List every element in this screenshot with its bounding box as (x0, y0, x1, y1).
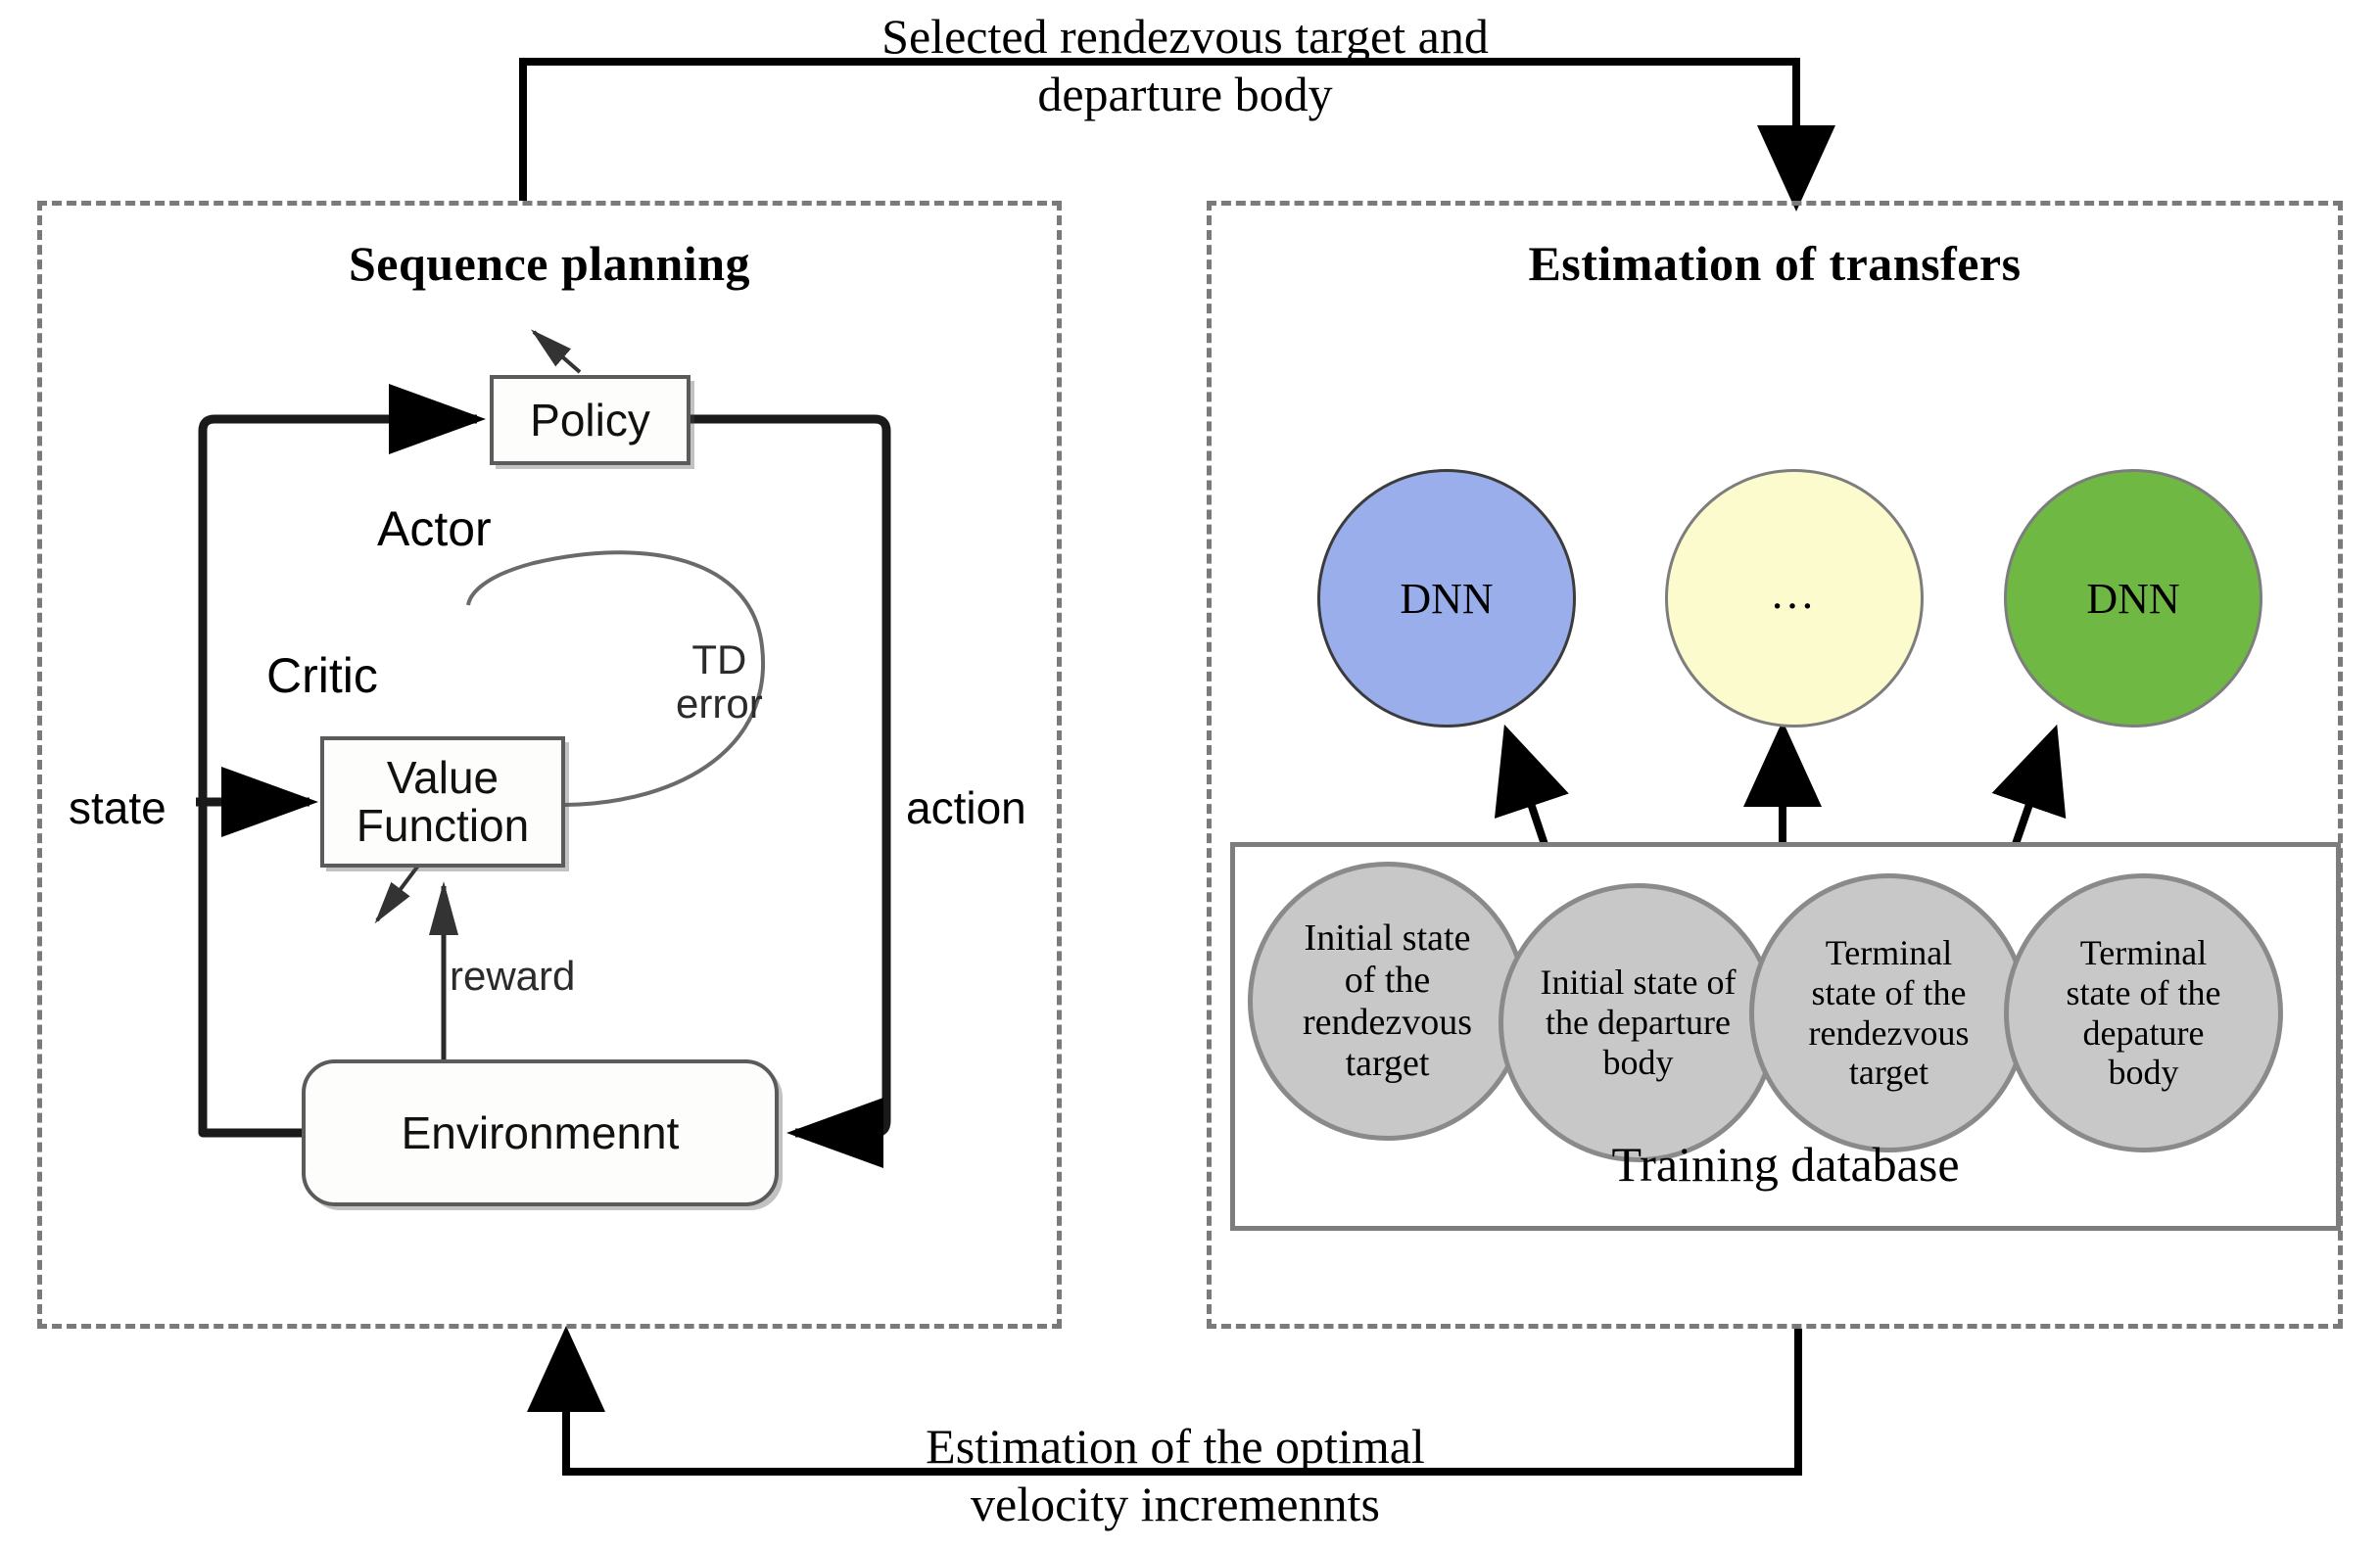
db-circle-initial-rendezvous-label: Initial state of the rendezvous target (1302, 916, 1473, 1085)
db-circle-terminal-departure[interactable]: Terminal state of the depature body (2004, 873, 2283, 1152)
arrow-value-update (374, 860, 423, 924)
curve-td-error (466, 550, 766, 807)
caption-velocity-increments: Estimation of the optimal velocity incre… (926, 1419, 1425, 1531)
arrow-policy-update (530, 329, 582, 374)
arrow-env-to-policy (198, 384, 486, 1138)
panel-sequence-planning: Sequence planning (37, 201, 1062, 1329)
panel-estimation-of-transfers: Estimation of transfers (1207, 201, 2343, 1329)
panel-right-title: Estimation of transfers (1528, 236, 2022, 291)
label-critic: Critic (266, 648, 378, 703)
training-database-title: Training database (1611, 1137, 1960, 1192)
db-circle-terminal-rendezvous-label: Terminal state of the rendezvous target (1808, 933, 1970, 1093)
dnn-circle-1-label: DNN (1400, 574, 1494, 623)
arrow-selected-target (519, 58, 1835, 211)
db-circle-terminal-rendezvous[interactable]: Terminal state of the rendezvous target (1749, 873, 2028, 1152)
dnn-circle-1[interactable]: DNN (1317, 469, 1576, 728)
db-circle-initial-departure[interactable]: Initial state of the departure body (1499, 883, 1778, 1162)
db-circle-initial-departure-label: Initial state of the departure body (1540, 963, 1737, 1082)
dnn-circle-ellipsis-label: … (1770, 567, 1819, 618)
label-td-error: TD error (676, 636, 763, 727)
label-actor: Actor (377, 501, 492, 556)
label-reward: reward (450, 953, 576, 999)
panel-left-title: Sequence planning (348, 236, 750, 291)
box-environment[interactable]: Environmennt (302, 1059, 779, 1206)
arrow-policy-to-env (690, 414, 891, 1168)
box-value-function[interactable]: Value Function (320, 736, 565, 868)
db-circle-terminal-departure-label: Terminal state of the depature body (2066, 933, 2221, 1093)
dnn-circle-ellipsis[interactable]: … (1665, 469, 1924, 728)
db-circle-initial-rendezvous[interactable]: Initial state of the rendezvous target (1248, 862, 1527, 1141)
box-policy[interactable]: Policy (490, 375, 690, 465)
label-action: action (906, 782, 1026, 833)
label-state: state (69, 782, 167, 833)
dnn-circle-3[interactable]: DNN (2004, 469, 2262, 728)
caption-selected-target: Selected rendezvous target and departure… (881, 9, 1489, 121)
arrow-velocity-increments (527, 1326, 1802, 1476)
dnn-circle-3-label: DNN (2086, 574, 2180, 623)
